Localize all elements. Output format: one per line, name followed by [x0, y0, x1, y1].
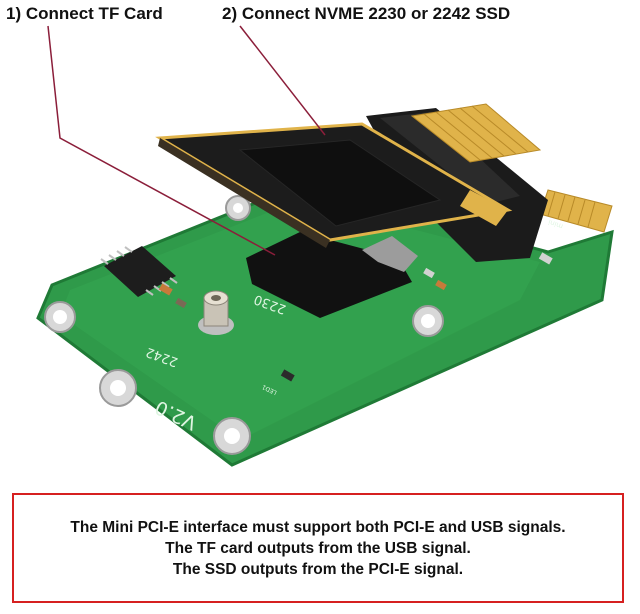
- smd-component: [435, 279, 447, 291]
- tf-card-pointer-line: [47, 25, 276, 256]
- mounting-hole: [44, 301, 76, 333]
- product-photo: 2230 2242 V2.0 LED1 mini: [36, 25, 614, 467]
- note-box: The Mini PCI-E interface must support bo…: [12, 493, 624, 603]
- note-line-pcie-usb: The Mini PCI-E interface must support bo…: [70, 518, 566, 536]
- edge-connector: [539, 189, 613, 233]
- note-line-ssd: The SSD outputs from the PCI-E signal.: [172, 560, 464, 578]
- ssd-pointer-line: [239, 25, 326, 136]
- tf-card-callout-label: 1) Connect TF Card: [6, 4, 163, 23]
- smd-component: [158, 283, 173, 296]
- smd-component: [175, 297, 187, 309]
- ssd-flash-chip: [238, 139, 442, 227]
- pcb-board-highlight: [60, 200, 540, 440]
- led-component: [280, 369, 295, 382]
- mounting-hole: [412, 305, 444, 337]
- mounting-hole: [213, 417, 251, 455]
- ssd-board-edge: [158, 138, 330, 248]
- ssd-gold-fingers: [460, 190, 508, 226]
- tf-card-slot: [362, 236, 418, 272]
- mounting-hole: [225, 195, 251, 221]
- standoff-screw: [198, 290, 234, 335]
- ssd-callout-label: 2) Connect NVME 2230 or 2242 SSD: [222, 4, 511, 23]
- note-line-tf-card: The TF card outputs from the USB signal.: [165, 539, 471, 557]
- mounting-hole: [99, 369, 137, 407]
- ic-chip: [100, 246, 178, 297]
- smd-component: [423, 267, 435, 279]
- m2-connector-top: [380, 112, 520, 204]
- smd-component: [538, 252, 553, 265]
- mini-pcie-gold-fingers: [410, 103, 542, 163]
